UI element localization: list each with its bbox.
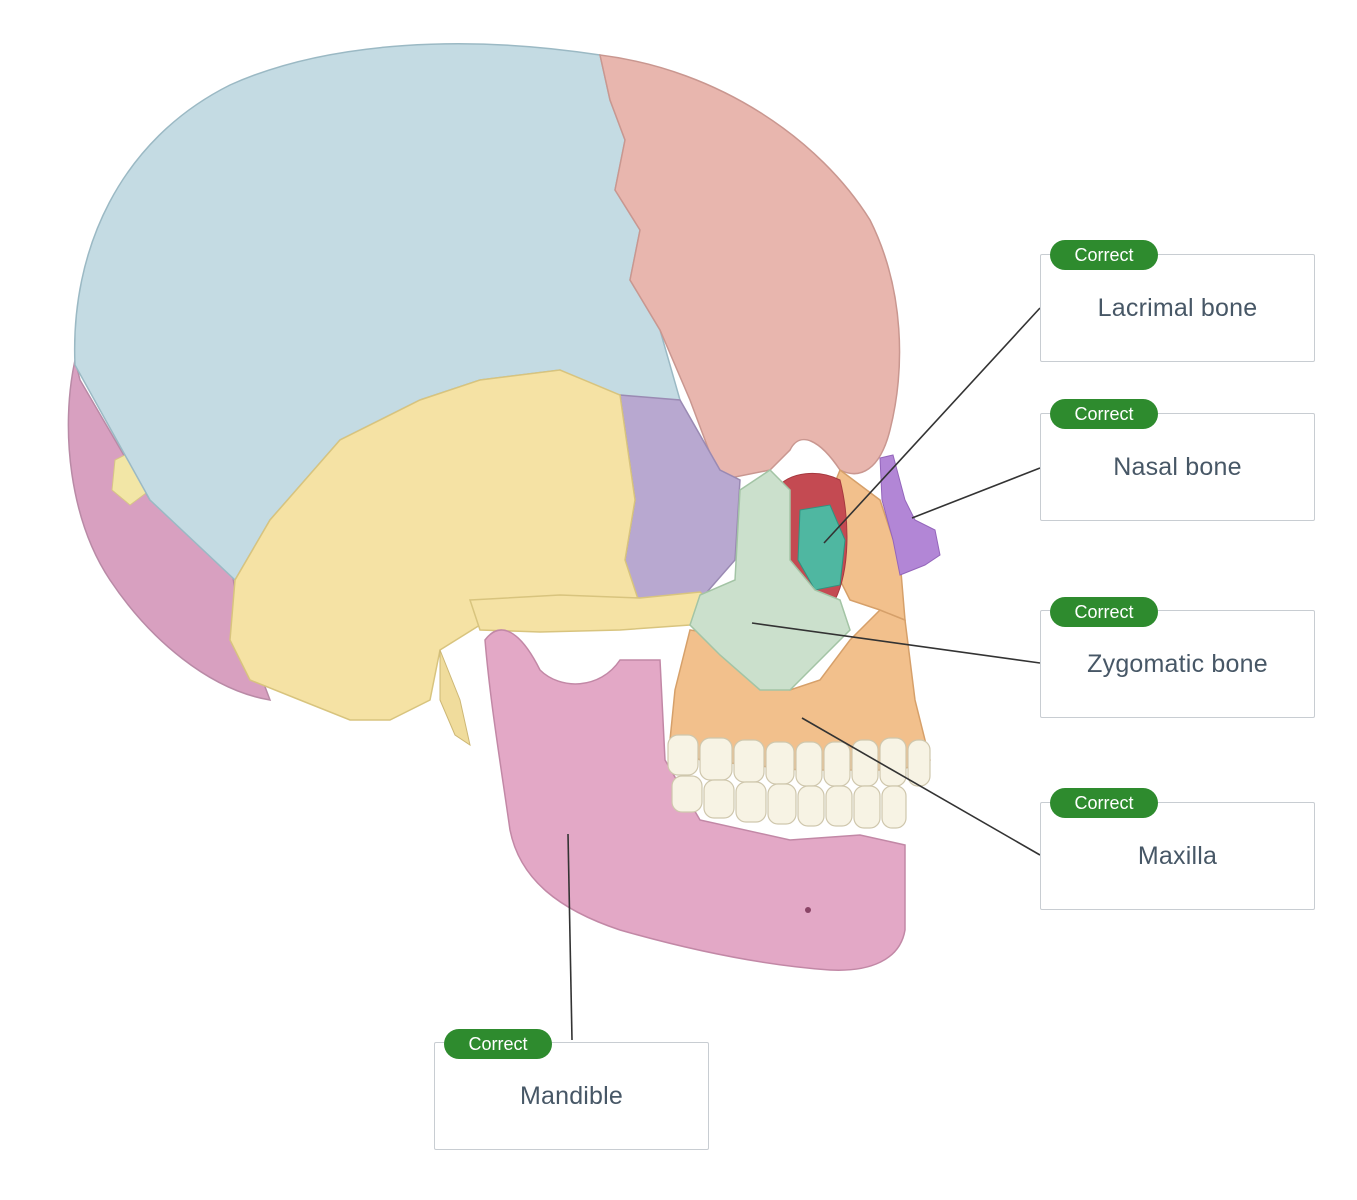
leader-line-nasal — [911, 467, 1041, 519]
status-badge: Correct — [444, 1029, 552, 1059]
status-badge: Correct — [1050, 399, 1158, 429]
leader-lines — [567, 307, 1041, 1041]
occipital-bone — [67, 359, 272, 701]
label-text: Zygomatic bone — [1087, 649, 1268, 678]
leader-line-lacrimal — [823, 307, 1041, 544]
status-badge: Correct — [1050, 788, 1158, 818]
label-text: Mandible — [519, 1081, 624, 1110]
styloid-process — [439, 649, 471, 747]
zygomatic-arch — [468, 591, 722, 633]
label-box-nasal[interactable]: Nasal bone — [1040, 413, 1315, 521]
mental-foramen — [805, 907, 811, 913]
zygomatic-bone-shape — [689, 469, 851, 691]
teeth — [667, 734, 931, 829]
leader-line-mandible — [567, 833, 573, 1041]
mandible-bone — [484, 629, 906, 971]
label-text: Nasal bone — [1113, 452, 1242, 481]
label-box-maxilla[interactable]: Maxilla — [1040, 802, 1315, 910]
status-badge: Correct — [1050, 597, 1158, 627]
nasal-bone-shape — [879, 454, 941, 576]
label-text: Maxilla — [1137, 841, 1218, 870]
status-badge: Correct — [1050, 240, 1158, 270]
frontal-bone — [599, 54, 901, 481]
label-text: Lacrimal bone — [1097, 293, 1258, 322]
leader-line-zygomatic — [751, 622, 1041, 664]
label-box-lacrimal[interactable]: Lacrimal bone — [1040, 254, 1315, 362]
parietal-bone — [73, 43, 681, 582]
leader-line-maxilla — [801, 717, 1041, 856]
lacrimal-bone-shape — [797, 504, 846, 591]
label-box-zygomatic[interactable]: Zygomatic bone — [1040, 610, 1315, 718]
label-box-mandible[interactable]: Mandible — [434, 1042, 709, 1150]
